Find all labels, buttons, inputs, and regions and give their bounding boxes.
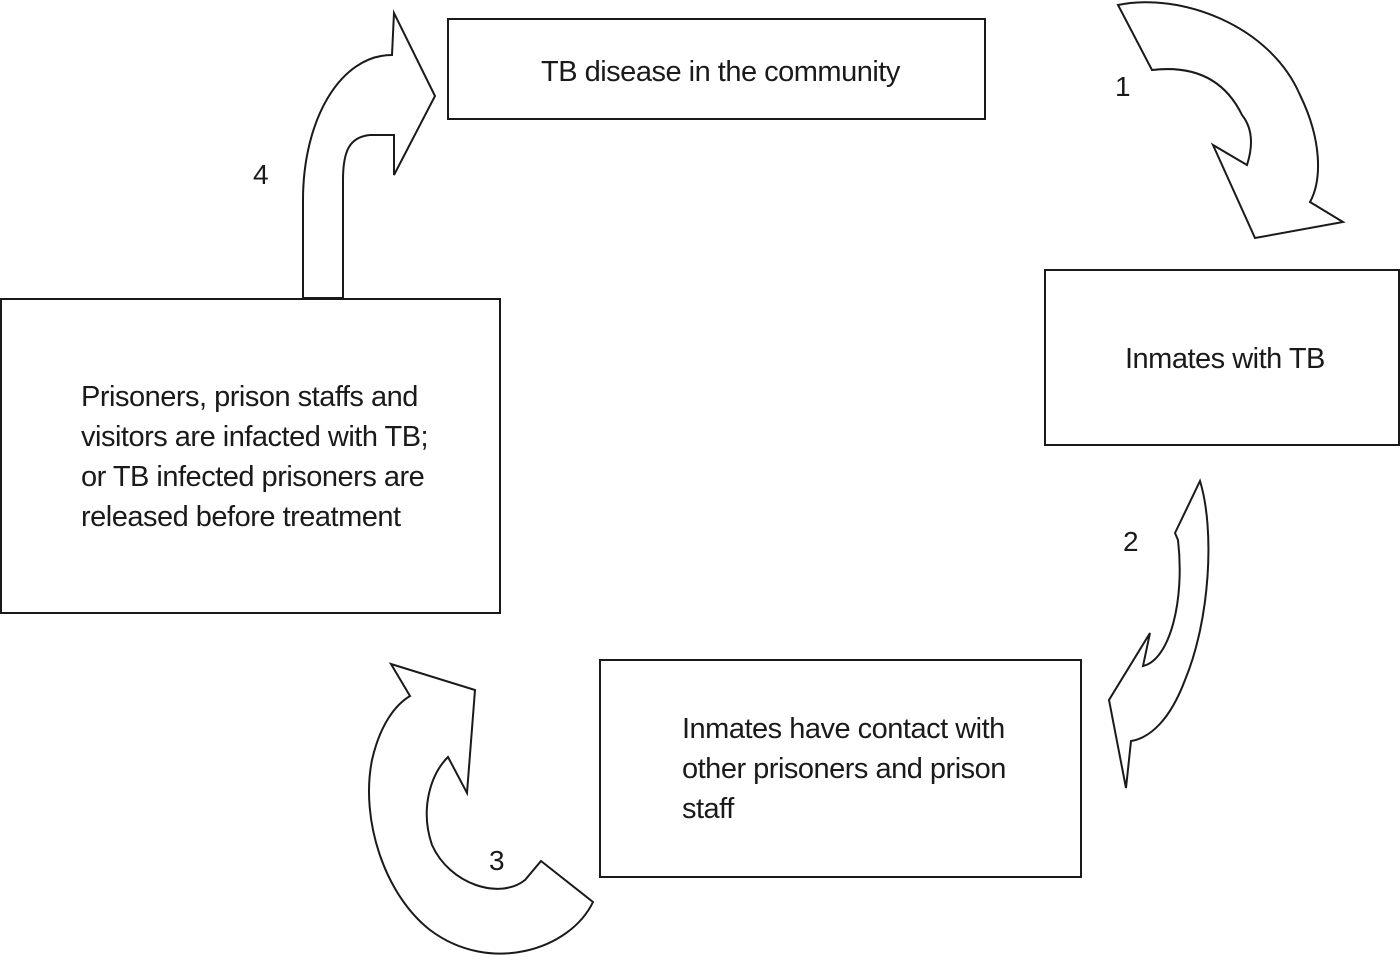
contact-box-text: Inmates have contact with other prisoner… xyxy=(682,713,1006,825)
infected-box: Prisoners, prison staffs and visitors ar… xyxy=(0,298,501,614)
step-label-3: 3 xyxy=(489,845,505,876)
contact-box: Inmates have contact with other prisoner… xyxy=(599,659,1082,878)
inmates-with-tb-box-text: Inmates with TB xyxy=(1125,343,1325,375)
arrow-1-icon xyxy=(1116,1,1346,240)
arrow-3-icon xyxy=(368,662,595,955)
community-box: TB disease in the community xyxy=(447,18,986,120)
infected-box-text: Prisoners, prison staffs and visitors ar… xyxy=(81,381,429,533)
inmates-with-tb-box: Inmates with TB xyxy=(1044,269,1400,446)
step-label-4: 4 xyxy=(253,159,269,190)
step-label-1: 1 xyxy=(1115,71,1131,102)
arrow-2-icon xyxy=(1107,478,1210,789)
community-box-text: TB disease in the community xyxy=(541,56,900,88)
arrow-4-icon xyxy=(302,9,437,299)
step-label-2: 2 xyxy=(1123,526,1139,557)
